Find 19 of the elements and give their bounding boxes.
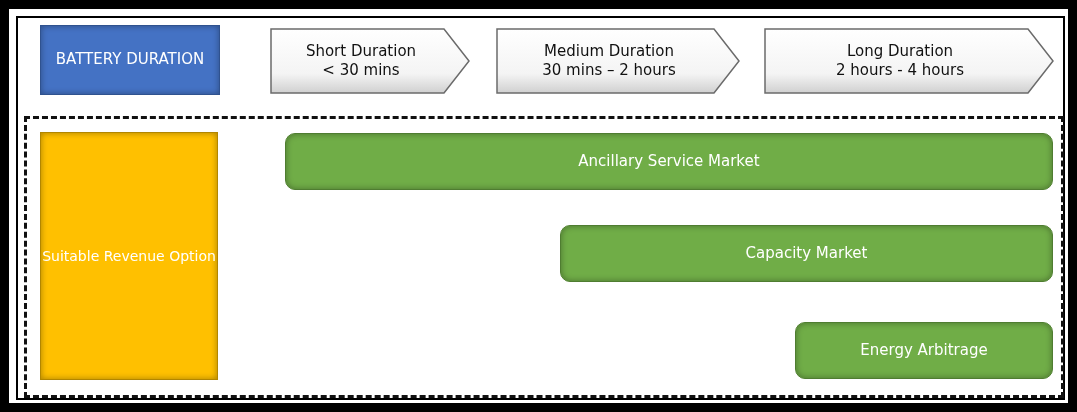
label-box — [40, 25, 220, 95]
label-box — [795, 322, 1053, 379]
label-box — [285, 133, 1053, 190]
pentagon-arrow-box — [270, 28, 470, 94]
label-box — [560, 225, 1053, 282]
node-text: Ancillary Service Market — [578, 151, 760, 172]
node-text: BATTERY DURATION — [55, 50, 205, 70]
node-text: 2 hours - 4 hours — [836, 61, 964, 81]
pentagon-arrow-box — [764, 28, 1054, 94]
node-text: Medium Duration — [544, 41, 674, 61]
node-text: Long Duration — [846, 41, 954, 61]
pentagon-arrow-box — [496, 28, 740, 94]
node-text: Energy Arbitrage — [860, 340, 988, 361]
label-box — [40, 132, 218, 380]
node-text: Capacity Market — [745, 243, 868, 264]
node-text: Short Duration — [305, 41, 417, 61]
node-text: 30 mins – 2 hours — [542, 61, 676, 81]
node-text: < 30 mins — [322, 61, 400, 81]
node-text: Suitable Revenue Option — [42, 246, 216, 266]
